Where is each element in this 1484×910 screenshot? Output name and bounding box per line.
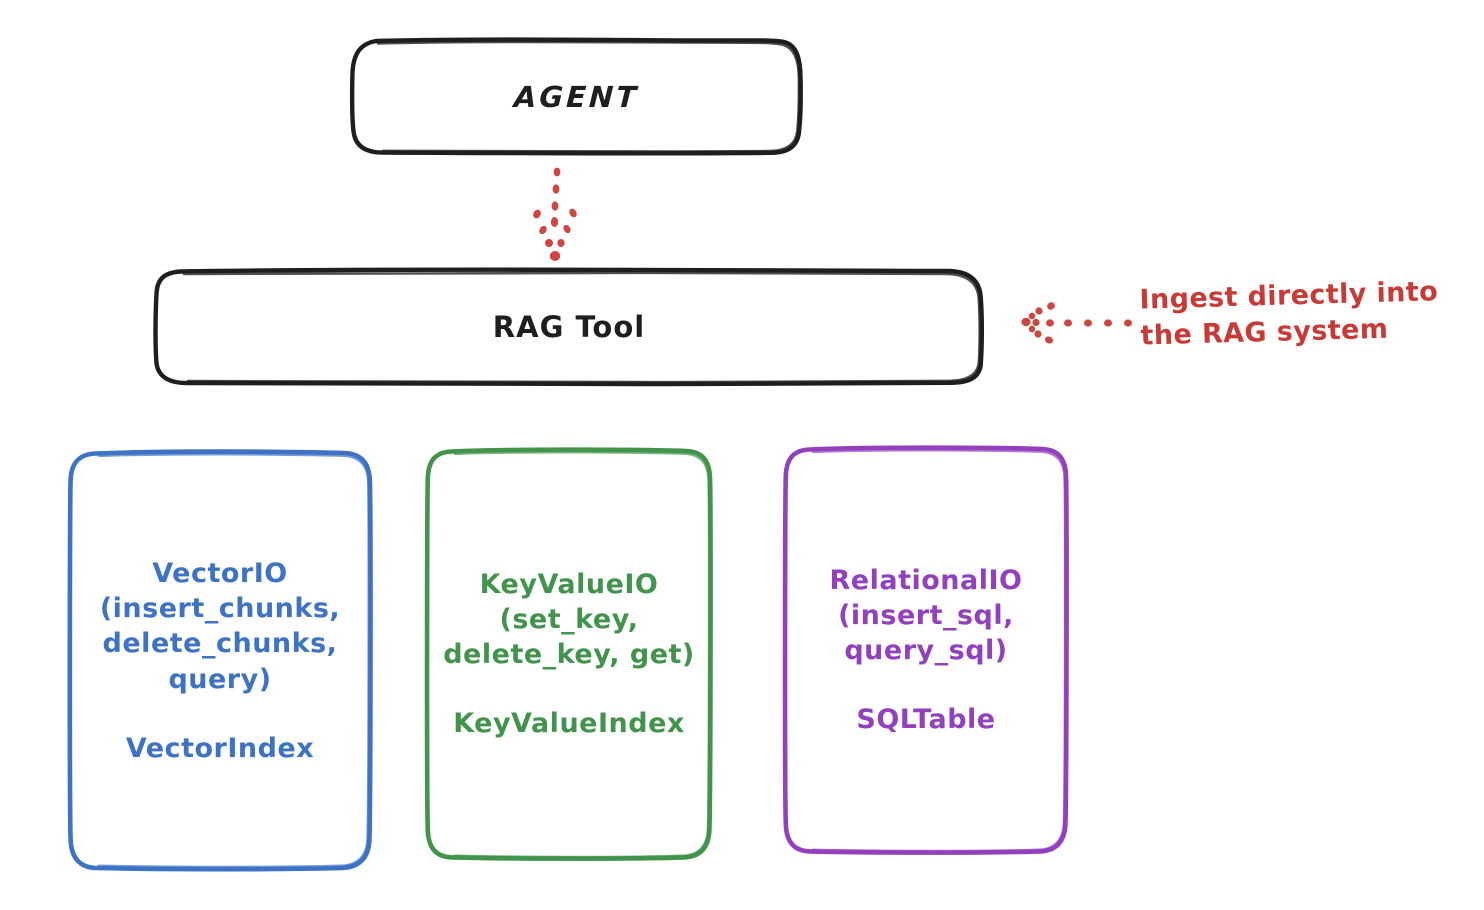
- key-value-io-api-label: KeyValueIO (set_key, delete_key, get): [443, 568, 695, 670]
- rag-tool-box-outline: [153, 267, 985, 387]
- vector-io-store-label: VectorIndex: [125, 732, 315, 764]
- relational-io-store-label: SQLTable: [856, 704, 996, 736]
- ingest-annotation-text: Ingest directly into the RAG system: [1139, 276, 1439, 352]
- relational-io-card-outline: [782, 445, 1069, 855]
- key-value-io-node[interactable]: KeyValueIO (set_key, delete_key, get) Ke…: [428, 450, 710, 858]
- agent-node[interactable]: AGENT: [352, 40, 802, 154]
- key-value-io-store-label: KeyValueIndex: [453, 708, 685, 740]
- relational-io-api-label: RelationalIO (insert_sql, query_sql): [829, 564, 1023, 666]
- vector-io-card-outline: [67, 449, 373, 872]
- relational-io-node[interactable]: RelationalIO (insert_sql, query_sql) SQL…: [786, 448, 1066, 852]
- key-value-io-card-outline: [424, 447, 713, 861]
- vector-io-api-label: VectorIO (insert_chunks, delete_chunks, …: [99, 558, 341, 695]
- rag-tool-node[interactable]: RAG Tool: [156, 270, 982, 384]
- agent-to-rag-arrow: [533, 167, 577, 261]
- ingest-arrow: [1021, 302, 1132, 344]
- vector-io-node[interactable]: VectorIO (insert_chunks, delete_chunks, …: [70, 452, 370, 870]
- rag-tool-node-label: RAG Tool: [492, 310, 646, 344]
- agent-box-outline: [349, 37, 803, 156]
- agent-node-label: AGENT: [513, 80, 641, 114]
